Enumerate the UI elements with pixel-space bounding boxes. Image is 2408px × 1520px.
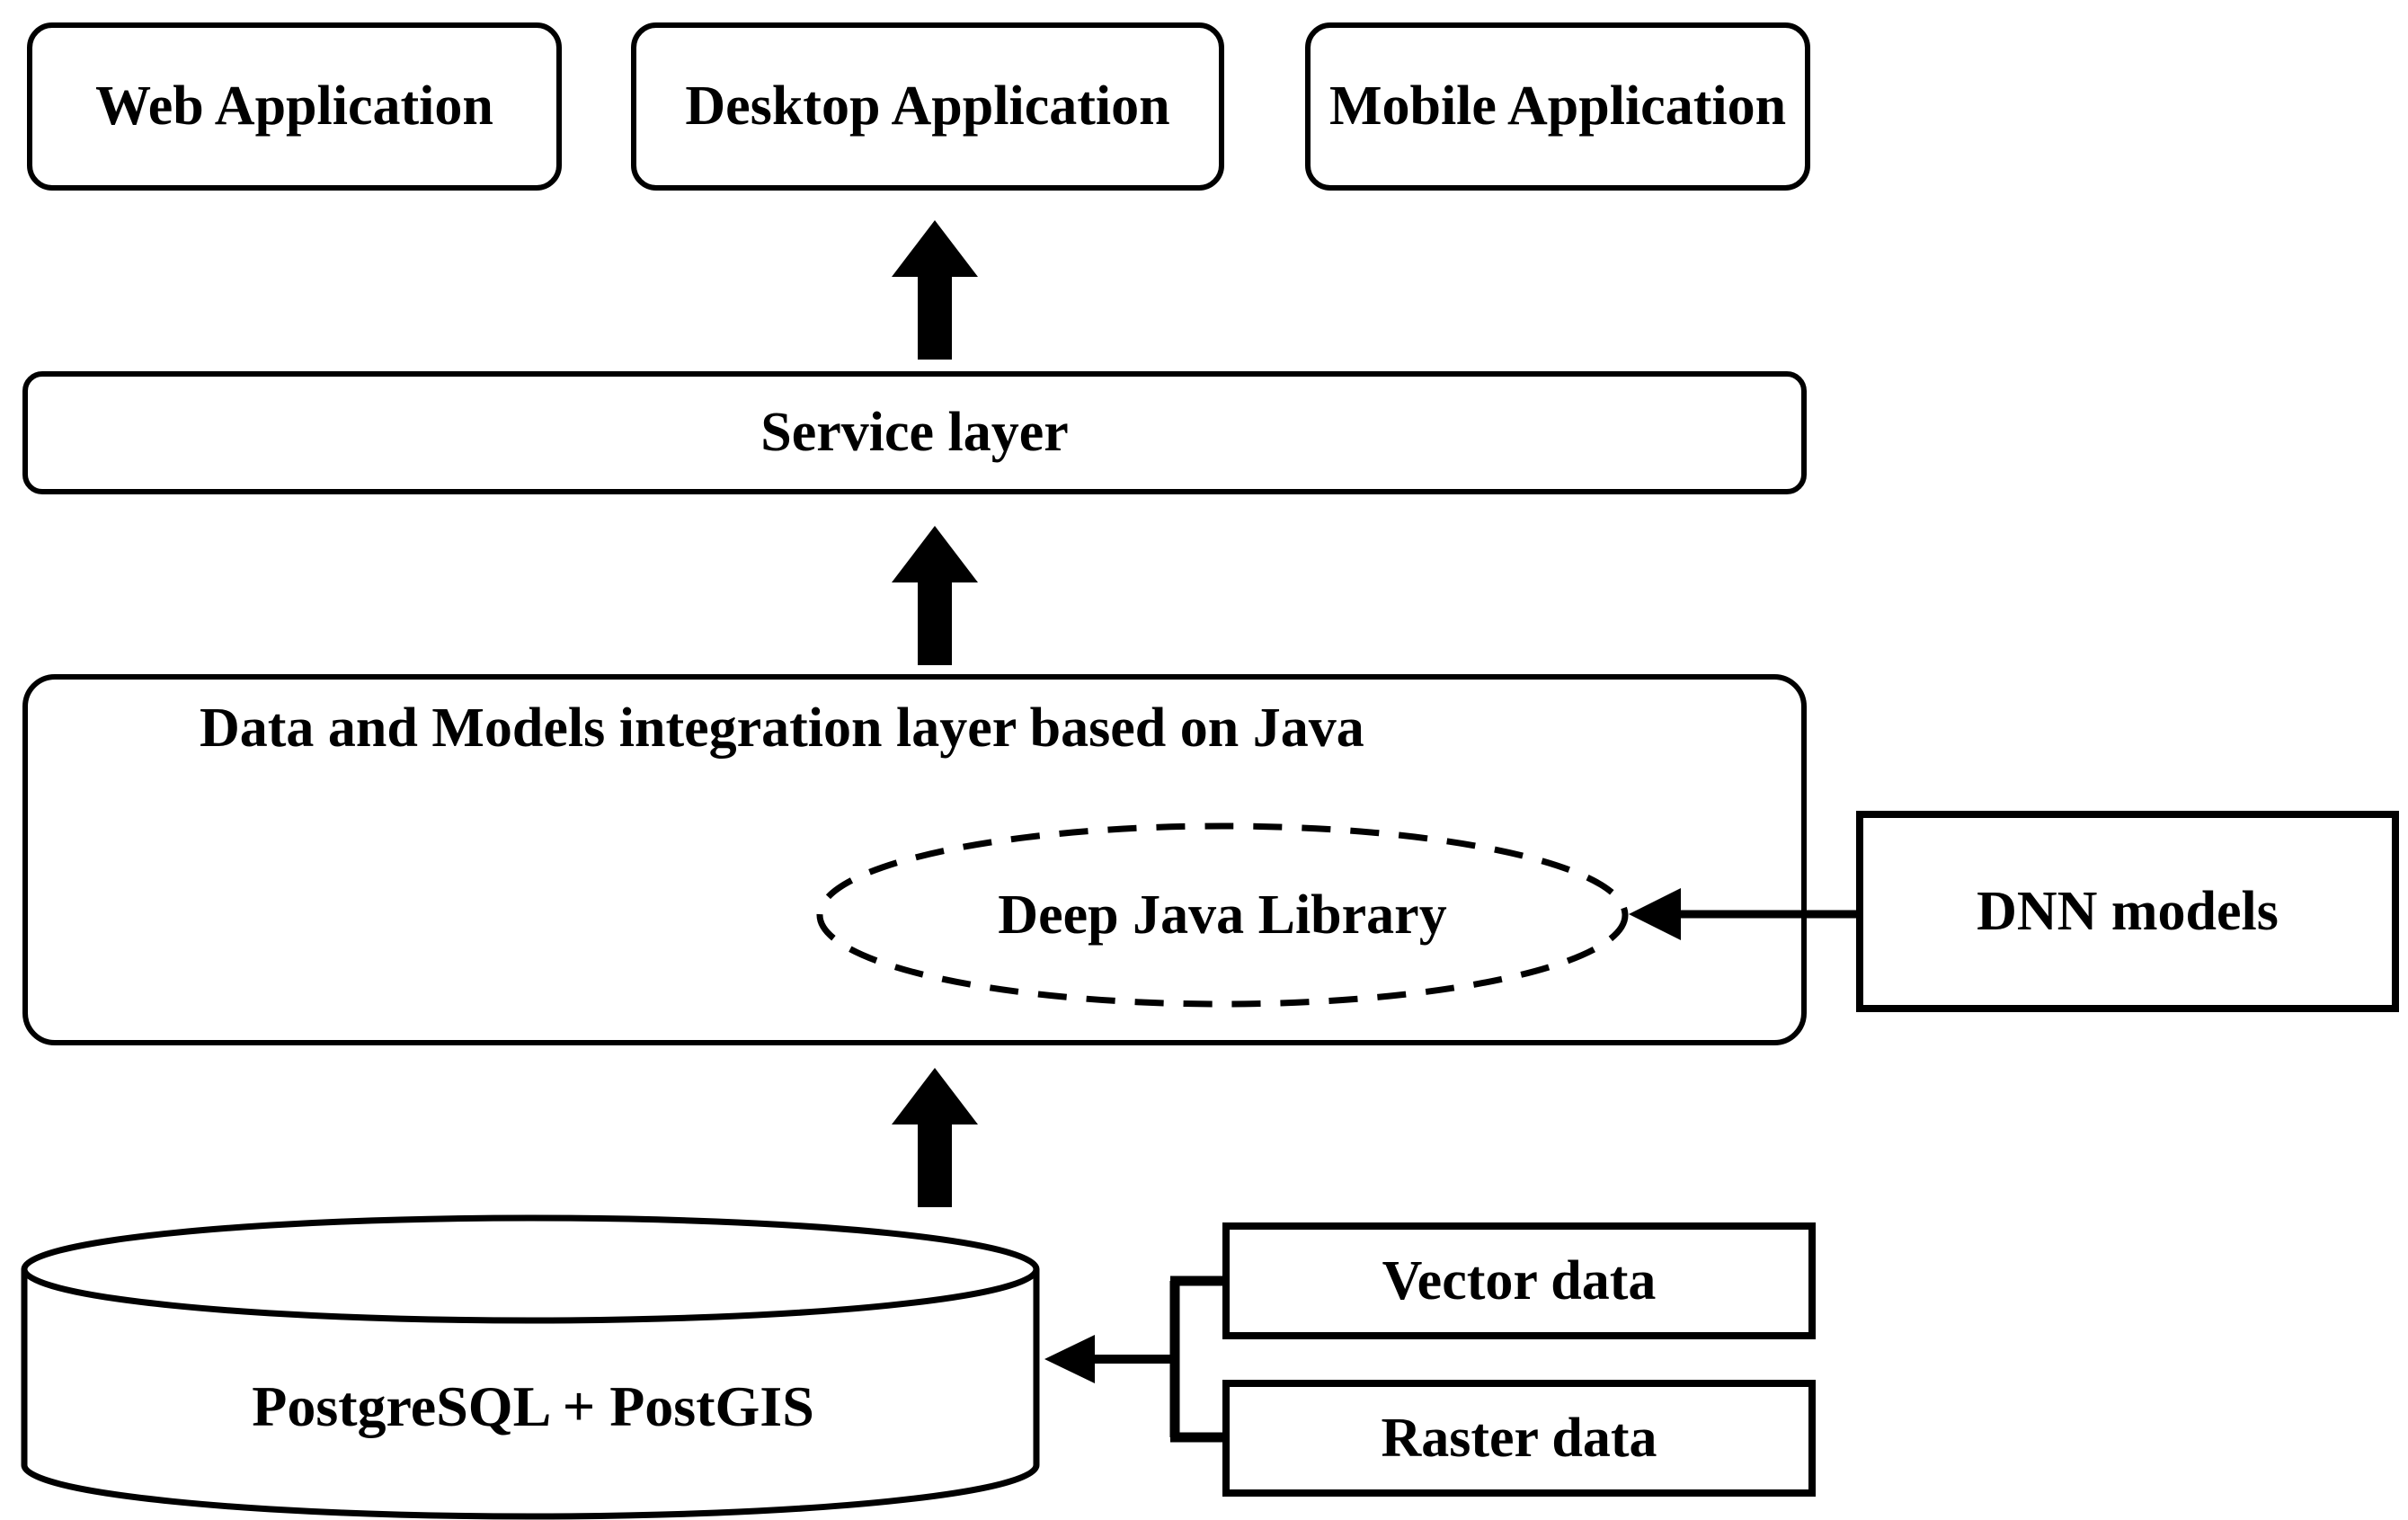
vector-data-node: Vector data: [1222, 1222, 1816, 1339]
database-label: PostgreSQL + PostGIS: [252, 1374, 814, 1438]
deep-java-library-label: Deep Java Library: [998, 884, 1447, 946]
dnn-models-label: DNN models: [1977, 880, 2279, 942]
deep-java-library-node: Deep Java Library: [813, 820, 1631, 1010]
integration-layer-label: Data and Models integration layer based …: [200, 698, 1364, 759]
integration-layer-node: [22, 674, 1807, 1045]
vector-data-label: Vector data: [1382, 1249, 1657, 1311]
up-arrow-integration-to-service-icon: [892, 526, 978, 665]
dnn-models-node: DNN models: [1856, 811, 2399, 1012]
mobile-application-label: Mobile Application: [1328, 76, 1787, 138]
deep-java-library-ellipse: [816, 822, 1629, 1008]
database-cylinder: [21, 1214, 1040, 1520]
bracket-connector-data-to-database: [1044, 1276, 1224, 1443]
left-arrowhead-icon: [1044, 1335, 1095, 1383]
left-arrow-dnn-to-djl-icon: [1629, 888, 1859, 940]
up-arrow-service-to-applications-icon: [892, 220, 978, 360]
service-layer-label: Service layer: [760, 402, 1069, 464]
up-arrow-database-to-integration-icon: [892, 1068, 978, 1207]
raster-data-node: Raster data: [1222, 1380, 1816, 1497]
web-application-node: Web Application: [27, 22, 562, 191]
raster-data-label: Raster data: [1381, 1407, 1657, 1469]
mobile-application-node: Mobile Application: [1305, 22, 1810, 191]
service-layer-node: Service layer: [22, 371, 1807, 494]
desktop-application-label: Desktop Application: [685, 76, 1170, 138]
desktop-application-node: Desktop Application: [631, 22, 1224, 191]
web-application-label: Web Application: [95, 76, 493, 138]
